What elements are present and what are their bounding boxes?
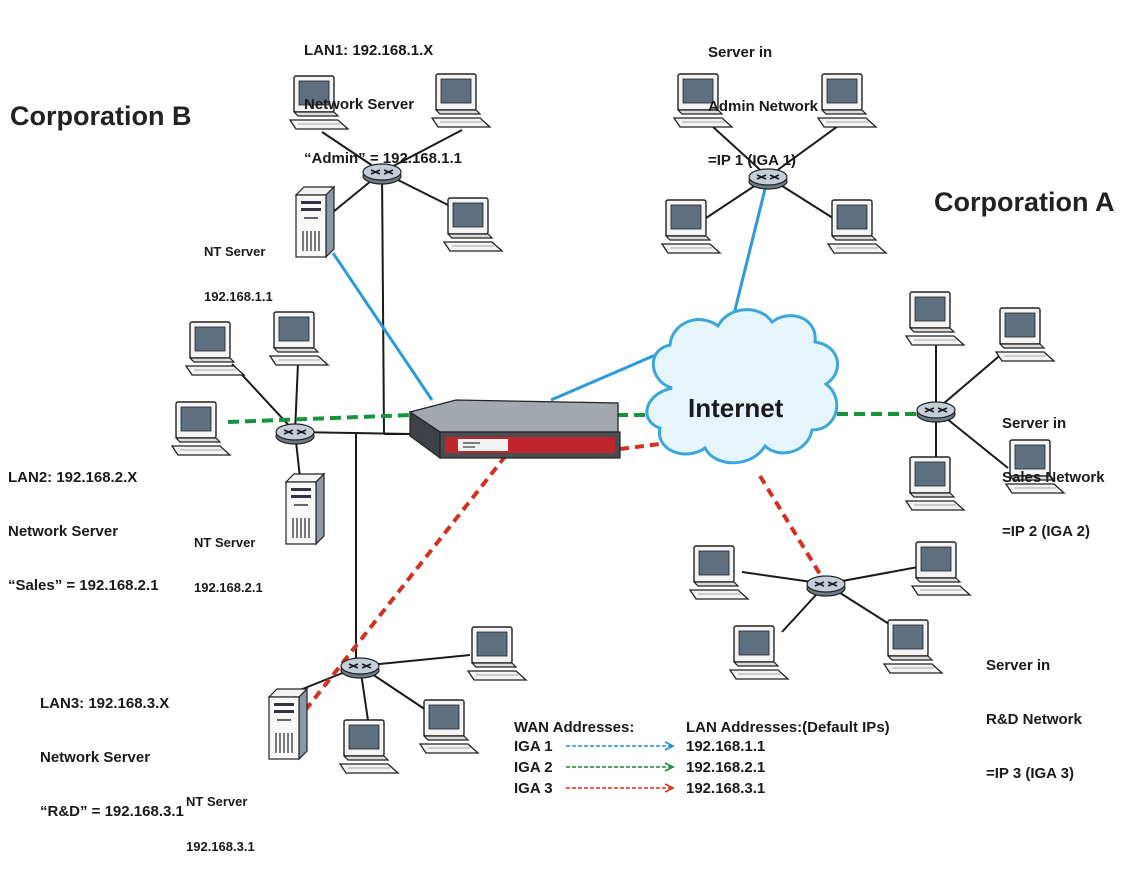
- admin-server-line2: Admin Network: [708, 98, 819, 115]
- computer-icon: [419, 699, 479, 754]
- legend-wan-iga1: IGA 1: [514, 738, 553, 755]
- lan1-line3: “Admin” = 192.168.1.1: [304, 150, 462, 167]
- lan1-line1: LAN1: 192.168.1.X: [304, 42, 434, 59]
- legend-lan-iga3: 192.168.3.1: [686, 780, 766, 797]
- nt-server-3-name: NT Server: [186, 794, 248, 809]
- router-hub-icon: [275, 423, 315, 445]
- lan1-label: LAN1: 192.168.1.X Network Server “Admin”…: [304, 6, 462, 186]
- server-tower-icon: [268, 688, 308, 760]
- sales-server-line1: Server in: [1002, 415, 1067, 432]
- legend-wan-iga3: IGA 3: [514, 780, 553, 797]
- corporation-a-label: Corporation A: [934, 187, 1115, 217]
- network-diagram: [171, 73, 1065, 793]
- nt-server-2-ip: 192.168.2.1: [194, 580, 263, 595]
- nt-server-1-label: NT Server 192.168.1.1: [204, 214, 273, 319]
- computer-icon: [817, 73, 877, 128]
- computer-icon: [269, 311, 329, 366]
- computer-icon: [185, 321, 245, 376]
- computer-icon: [995, 307, 1055, 362]
- corporation-b-label: Corporation B: [10, 101, 192, 131]
- computer-icon: [171, 401, 231, 456]
- lan2-line3: “Sales” = 192.168.2.1: [8, 577, 159, 594]
- lan3-label: LAN3: 192.168.3.X Network Server “R&D” =…: [40, 659, 184, 839]
- rnd-server-label: Server in R&D Network =IP 3 (IGA 3): [986, 621, 1082, 801]
- router-hub-icon: [340, 657, 380, 679]
- lan1-line2: Network Server: [304, 96, 415, 113]
- lan2-label: LAN2: 192.168.2.X Network Server “Sales”…: [8, 433, 159, 613]
- legend-lan-header: LAN Addresses:(Default IPs): [686, 719, 890, 736]
- computer-icon: [905, 291, 965, 346]
- nt-server-2-label: NT Server 192.168.2.1: [194, 505, 263, 610]
- computer-icon: [905, 456, 965, 511]
- nt-server-1-name: NT Server: [204, 244, 266, 259]
- nt-server-3-label: NT Server 192.168.3.1: [186, 764, 255, 869]
- computer-icon: [911, 541, 971, 596]
- lan3-line1: LAN3: 192.168.3.X: [40, 695, 170, 712]
- internet-cloud-icon: [645, 308, 839, 465]
- computer-icon: [729, 625, 789, 680]
- sales-server-label: Server in Sales Network =IP 2 (IGA 2): [1002, 379, 1105, 559]
- admin-server-line1: Server in: [708, 44, 773, 61]
- legend-lan-iga1: 192.168.1.1: [686, 738, 766, 755]
- lan3-line2: Network Server: [40, 749, 151, 766]
- server-tower-icon: [295, 186, 335, 258]
- rnd-server-line1: Server in: [986, 657, 1051, 674]
- computer-icon: [467, 626, 527, 681]
- lan3-line3: “R&D” = 192.168.3.1: [40, 803, 184, 820]
- internet-label: Internet: [688, 393, 784, 423]
- legend-lan-iga2: 192.168.2.1: [686, 759, 766, 776]
- legend-arrows: [566, 741, 675, 793]
- sales-server-line2: Sales Network: [1002, 469, 1105, 486]
- nt-server-3-ip: 192.168.3.1: [186, 839, 255, 854]
- lan2-line1: LAN2: 192.168.2.X: [8, 469, 138, 486]
- sales-server-line3: =IP 2 (IGA 2): [1002, 523, 1090, 540]
- computer-icon: [827, 199, 887, 254]
- router-hub-icon: [916, 401, 956, 423]
- computer-icon: [883, 619, 943, 674]
- router-hub-icon: [806, 575, 846, 597]
- rnd-server-line3: =IP 3 (IGA 3): [986, 765, 1074, 782]
- computer-icon: [661, 199, 721, 254]
- server-tower-icon: [285, 473, 325, 545]
- lan2-line2: Network Server: [8, 523, 119, 540]
- admin-server-label: Server in Admin Network =IP 1 (IGA 1): [708, 8, 818, 188]
- computer-icon: [443, 197, 503, 252]
- computer-icon: [339, 719, 399, 774]
- security-appliance-icon: [408, 399, 621, 460]
- rnd-server-line2: R&D Network: [986, 711, 1082, 728]
- nt-server-2-name: NT Server: [194, 535, 256, 550]
- admin-server-line3: =IP 1 (IGA 1): [708, 152, 796, 169]
- legend-wan-header: WAN Addresses:: [514, 719, 635, 736]
- computer-icon: [689, 545, 749, 600]
- legend-wan-iga2: IGA 2: [514, 759, 553, 776]
- nt-server-1-ip: 192.168.1.1: [204, 289, 273, 304]
